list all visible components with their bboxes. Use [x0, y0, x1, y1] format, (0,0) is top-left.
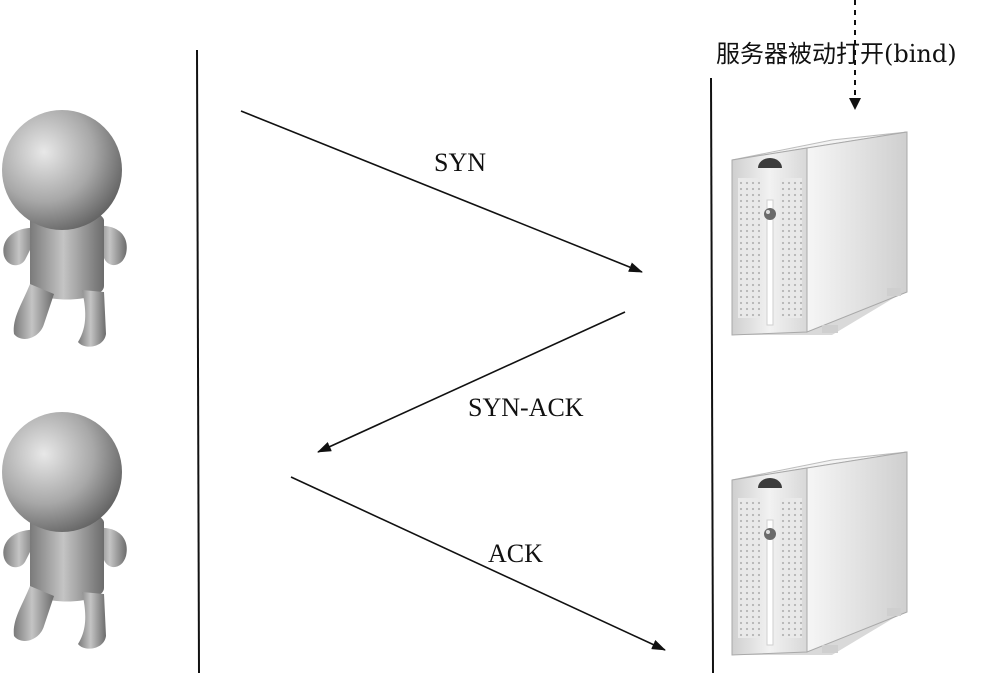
server-timeline [710, 77, 714, 674]
syn-arrow [240, 110, 643, 273]
client-timeline [196, 49, 200, 674]
server-tower-icon [731, 451, 908, 656]
ack-arrow [290, 476, 666, 651]
client-person-icon [2, 412, 127, 649]
syn-ack-label: SYN-ACK [468, 393, 584, 422]
dashed-arrow-head-icon [849, 98, 861, 110]
syn-label: SYN [434, 148, 487, 177]
ack-label: ACK [488, 539, 543, 568]
client-person-icon [2, 110, 127, 347]
server-tower-icon [731, 131, 908, 336]
server-passive-open-caption: 服务器被动打开(bind) [716, 40, 957, 68]
syn-ack-arrow [317, 311, 626, 453]
